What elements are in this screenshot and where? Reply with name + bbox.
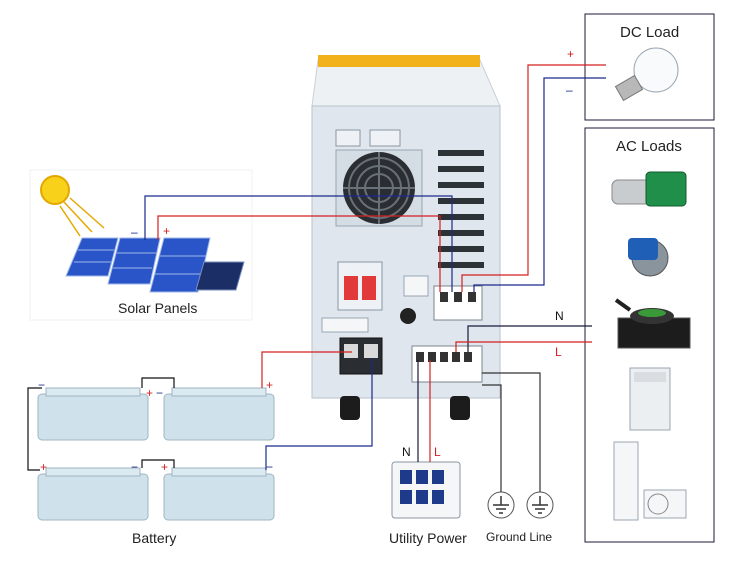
water-pump-icon — [611, 171, 687, 207]
inverter-cabinet — [311, 55, 501, 420]
battery-cell — [163, 387, 275, 441]
utility-neutral-mark: N — [402, 445, 411, 459]
ground-symbol-icon — [487, 491, 515, 519]
ac-neutral-mark: N — [555, 309, 564, 323]
cooling-fan-icon — [335, 149, 423, 227]
solar-panels-label: Solar Panels — [118, 300, 198, 316]
solar-plus-mark: + — [163, 224, 171, 238]
ground-symbol-icon — [526, 491, 554, 519]
tile-cutter-icon — [628, 238, 669, 277]
air-conditioner-icon — [613, 441, 687, 521]
vent-slots — [438, 150, 484, 268]
battery-3-minus-mark: − — [131, 460, 139, 474]
utility-live-mark: L — [434, 445, 441, 459]
battery-2-minus-mark: − — [156, 386, 164, 400]
caster-wheel-icon — [340, 396, 470, 420]
sun-icon — [40, 175, 105, 237]
battery-label: Battery — [132, 530, 177, 546]
battery-1-plus-mark: + — [146, 386, 154, 400]
warning-label — [321, 317, 369, 333]
ac-live-mark: L — [555, 345, 562, 359]
utility-meter-icon — [391, 461, 461, 519]
dc-load-minus-mark: – — [566, 83, 573, 97]
power-knob-icon — [400, 308, 416, 324]
wiring — [27, 64, 606, 492]
battery-cell — [37, 467, 149, 521]
light-bulb-icon — [614, 47, 679, 102]
battery-cell — [37, 387, 149, 441]
washing-machine-icon — [629, 367, 671, 431]
dc-load-title: DC Load — [620, 24, 680, 41]
battery-4-plus-mark: + — [161, 460, 169, 474]
solar-panel-icon — [65, 237, 245, 293]
induction-cooker-icon — [614, 298, 691, 349]
battery-3-plus-mark: + — [40, 460, 48, 474]
battery-4-minus-mark: − — [266, 460, 274, 474]
ac-terminal-block — [411, 345, 483, 383]
utility-power-label: Utility Power — [389, 530, 467, 546]
battery-terminal-block — [339, 337, 383, 375]
ac-loads-title: AC Loads — [616, 138, 682, 155]
battery-bank — [37, 387, 275, 521]
battery-2-plus-mark: + — [266, 378, 274, 392]
solar-minus-mark: – — [131, 225, 138, 239]
ground-line-label: Ground Line — [486, 530, 553, 544]
breaker-switch-icon — [337, 261, 383, 311]
dc-output-terminal-block — [433, 285, 483, 321]
battery-1-minus-mark: − — [38, 378, 46, 392]
solar-panel-array — [29, 169, 253, 321]
battery-cell — [163, 467, 275, 521]
dc-load-plus-mark: + — [567, 47, 575, 61]
